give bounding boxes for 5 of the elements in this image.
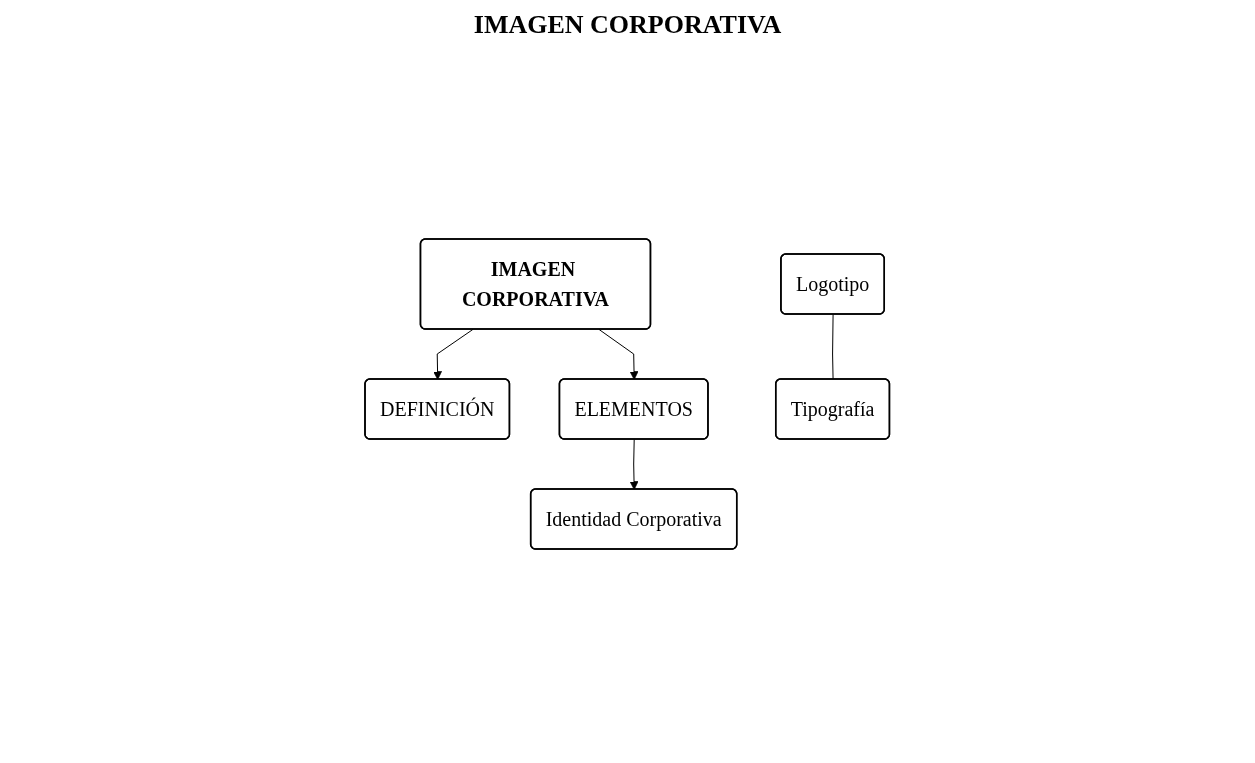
arrow [433,329,474,380]
connector [832,314,834,380]
arrow [598,329,639,380]
diagram-title: IMAGEN CORPORATIVA [472,10,783,40]
arrow [629,439,639,490]
